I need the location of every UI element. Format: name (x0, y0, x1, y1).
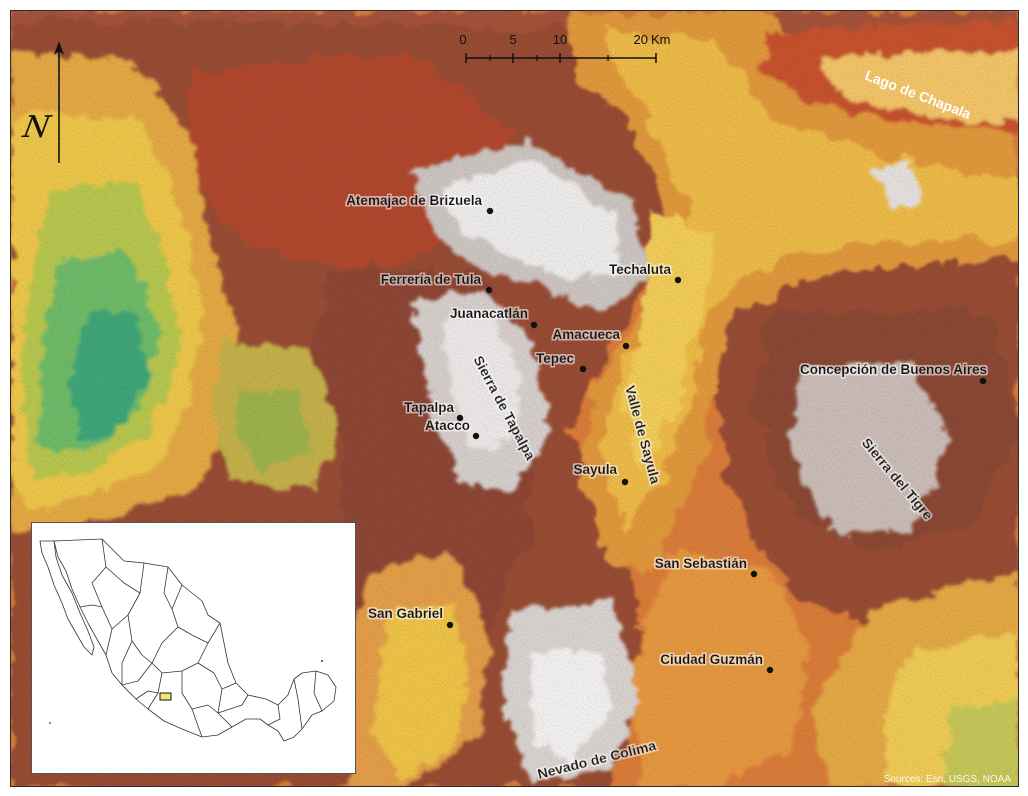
town-label-techaluta[interactable]: Techaluta (609, 262, 672, 277)
town-markers (446, 207, 987, 674)
town-dot-ferreria[interactable] (485, 286, 493, 294)
town-dot-tapalpa[interactable] (456, 414, 464, 422)
town-dot-sayula[interactable] (621, 478, 629, 486)
town-label-tapalpa[interactable]: Tapalpa (404, 400, 455, 415)
town-dot-ciudad-guzman[interactable] (766, 666, 774, 674)
town-label-sayula[interactable]: Sayula (573, 462, 617, 477)
town-dot-amacueca[interactable] (622, 342, 630, 350)
mexico-mainland (53, 538, 337, 742)
town-label-san-sebastian[interactable]: San Sebastián (655, 556, 747, 571)
town-dot-tepec[interactable] (579, 365, 587, 373)
scale-tick-20: 20 (634, 32, 648, 47)
scale-tick-10: 10 (553, 32, 567, 47)
town-label-tepec[interactable]: Tepec (536, 351, 575, 366)
town-dot-concepcion[interactable] (979, 377, 987, 385)
terrain-relief-map[interactable]: 0 5 10 20 Km N Lago de Chapala Sierra de… (11, 11, 1019, 787)
town-labels: Atemajac de Brizuela Ferrería de Tula Ju… (346, 193, 987, 667)
town-dot-atacco[interactable] (472, 432, 480, 440)
town-label-juanacatlan[interactable]: Juanacatlán (450, 306, 528, 321)
town-dot-atemajac[interactable] (486, 207, 494, 215)
inset-locator-map[interactable] (31, 522, 356, 774)
town-label-ferreria[interactable]: Ferrería de Tula (381, 272, 482, 287)
scale-tick-0: 0 (459, 32, 466, 47)
scale-bar: 0 5 10 20 Km (459, 32, 671, 63)
inset-mexico-outline (39, 538, 337, 742)
inset-study-area (159, 692, 172, 701)
map-credits: Sources: Esri, USGS, NOAA (884, 774, 1012, 785)
town-label-atemajac[interactable]: Atemajac de Brizuela (346, 193, 482, 208)
town-label-amacueca[interactable]: Amacueca (552, 327, 620, 342)
town-dot-techaluta[interactable] (674, 276, 682, 284)
scale-unit: Km (651, 32, 671, 47)
town-label-atacco[interactable]: Atacco (425, 418, 470, 433)
scale-tick-5: 5 (509, 32, 516, 47)
town-label-concepcion[interactable]: Concepción de Buenos Aires (800, 362, 987, 377)
town-label-ciudad-guzman[interactable]: Ciudad Guzmán (660, 652, 763, 667)
town-dot-san-sebastian[interactable] (750, 570, 758, 578)
town-dot-juanacatlan[interactable] (530, 321, 538, 329)
map-frame[interactable]: 0 5 10 20 Km N Lago de Chapala Sierra de… (10, 10, 1019, 787)
town-dot-san-gabriel[interactable] (446, 621, 454, 629)
town-label-san-gabriel[interactable]: San Gabriel (368, 606, 443, 621)
baja-california (39, 540, 95, 656)
